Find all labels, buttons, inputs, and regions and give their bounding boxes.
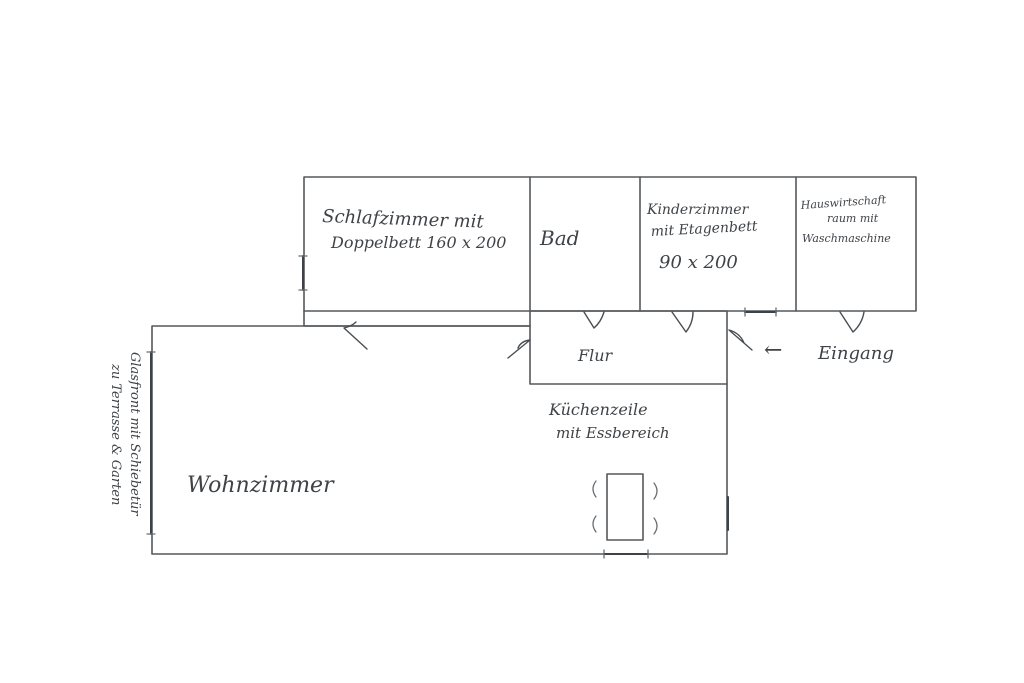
chair: [592, 515, 597, 533]
door-bath: [583, 311, 605, 329]
window-kids-room: [744, 307, 777, 317]
door-bedroom: [343, 321, 368, 350]
chair: [653, 517, 658, 535]
walls: [151, 176, 917, 555]
wall-bedroom-bottom: [303, 310, 531, 327]
entrance-arrow: ←: [764, 338, 782, 363]
hallway-label: Flur: [577, 346, 614, 365]
utility-label-line2: raum mit: [827, 212, 879, 225]
kids-room-label-line3: 90 x 200: [659, 252, 738, 273]
window-kitchen-bottom: [603, 549, 649, 559]
bedroom-label-line2: Doppelbett 160 x 200: [330, 233, 506, 252]
window-bedroom: [298, 255, 308, 291]
kids-room-label-line2: mit Etagenbett: [650, 218, 758, 240]
doors: [343, 311, 865, 359]
chair: [592, 480, 597, 498]
door-utility: [839, 311, 865, 333]
dining-table: [592, 473, 658, 541]
utility-label-line3: Waschmaschine: [802, 232, 891, 245]
chair: [653, 482, 658, 500]
door-entrance: [728, 329, 753, 351]
door-kids-room: [671, 311, 694, 333]
bedroom-label-line1: Schlafzimmer mit: [322, 206, 485, 233]
glass-front-window: [146, 351, 156, 535]
living-room-label: Wohnzimmer: [187, 473, 335, 498]
entrance-label: Eingang: [817, 343, 894, 364]
glass-front-label-line2: zu Terrasse & Garten: [108, 363, 123, 505]
kitchen-label-line2: mit Essbereich: [556, 424, 670, 442]
glass-front-label-line1: Glasfront mit Schiebetür: [127, 352, 142, 516]
door-living: [507, 339, 531, 359]
kids-room-label-line1: Kinderzimmer: [646, 202, 750, 218]
bath-label: Bad: [539, 226, 579, 250]
kitchen-label-line1: Küchenzeile: [548, 400, 648, 419]
wall-hallway: [529, 310, 728, 385]
windows: [146, 255, 777, 559]
utility-label-line1: Hauswirtschaft: [799, 193, 887, 212]
